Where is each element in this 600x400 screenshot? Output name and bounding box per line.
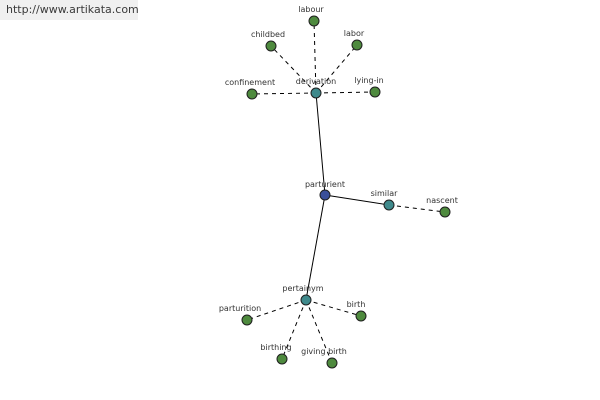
node-label-childbed[interactable]: childbed <box>251 30 285 39</box>
edge-pertainym-giving-birth <box>305 299 333 364</box>
edge-similar-nascent <box>388 204 446 213</box>
node-confinement[interactable] <box>246 88 258 100</box>
node-nascent[interactable] <box>439 206 451 218</box>
node-similar[interactable] <box>383 199 395 211</box>
edge-pertainym-parturition <box>246 299 307 321</box>
edge-pertainym-birth <box>305 299 362 317</box>
node-parturient[interactable] <box>319 189 331 201</box>
edge-pertainym-birthing <box>281 299 307 360</box>
edges-layer <box>246 20 446 364</box>
node-label-giving-birth[interactable]: giving birth <box>301 347 347 356</box>
node-label-labor[interactable]: labor <box>344 29 365 38</box>
node-labor[interactable] <box>351 39 363 51</box>
edge-parturient-pertainym <box>305 194 326 301</box>
node-label-birthing[interactable]: birthing <box>260 343 291 352</box>
edge-derivation-confinement <box>251 92 317 95</box>
node-label-pertainym[interactable]: pertainym <box>282 284 323 293</box>
watermark-url: http://www.artikata.com <box>0 0 139 20</box>
node-label-birth[interactable]: birth <box>347 300 366 309</box>
node-parturition[interactable] <box>241 314 253 326</box>
nodes-layer <box>241 15 451 369</box>
node-label-parturition[interactable]: parturition <box>219 304 261 313</box>
node-giving-birth[interactable] <box>326 357 338 369</box>
node-label-similar[interactable]: similar <box>371 189 399 198</box>
node-labour[interactable] <box>308 15 320 27</box>
node-label-labour[interactable]: labour <box>298 5 324 14</box>
node-label-parturient[interactable]: parturient <box>305 180 345 189</box>
node-label-confinement[interactable]: confinement <box>225 78 275 87</box>
node-birthing[interactable] <box>276 353 288 365</box>
node-childbed[interactable] <box>265 40 277 52</box>
node-lying-in[interactable] <box>369 86 381 98</box>
node-derivation[interactable] <box>310 87 322 99</box>
edge-derivation-labor <box>315 44 358 94</box>
node-birth[interactable] <box>355 310 367 322</box>
node-label-lying-in[interactable]: lying-in <box>354 76 384 85</box>
node-pertainym[interactable] <box>300 294 312 306</box>
node-label-derivation[interactable]: derivation <box>296 77 336 86</box>
edge-parturient-derivation <box>315 92 326 196</box>
edge-derivation-childbed <box>270 45 317 94</box>
edge-derivation-lying-in <box>315 91 376 94</box>
node-label-nascent[interactable]: nascent <box>426 196 458 205</box>
labels-layer: parturient derivation similar pertainym labo… <box>219 5 458 356</box>
edge-parturient-similar <box>324 194 390 206</box>
